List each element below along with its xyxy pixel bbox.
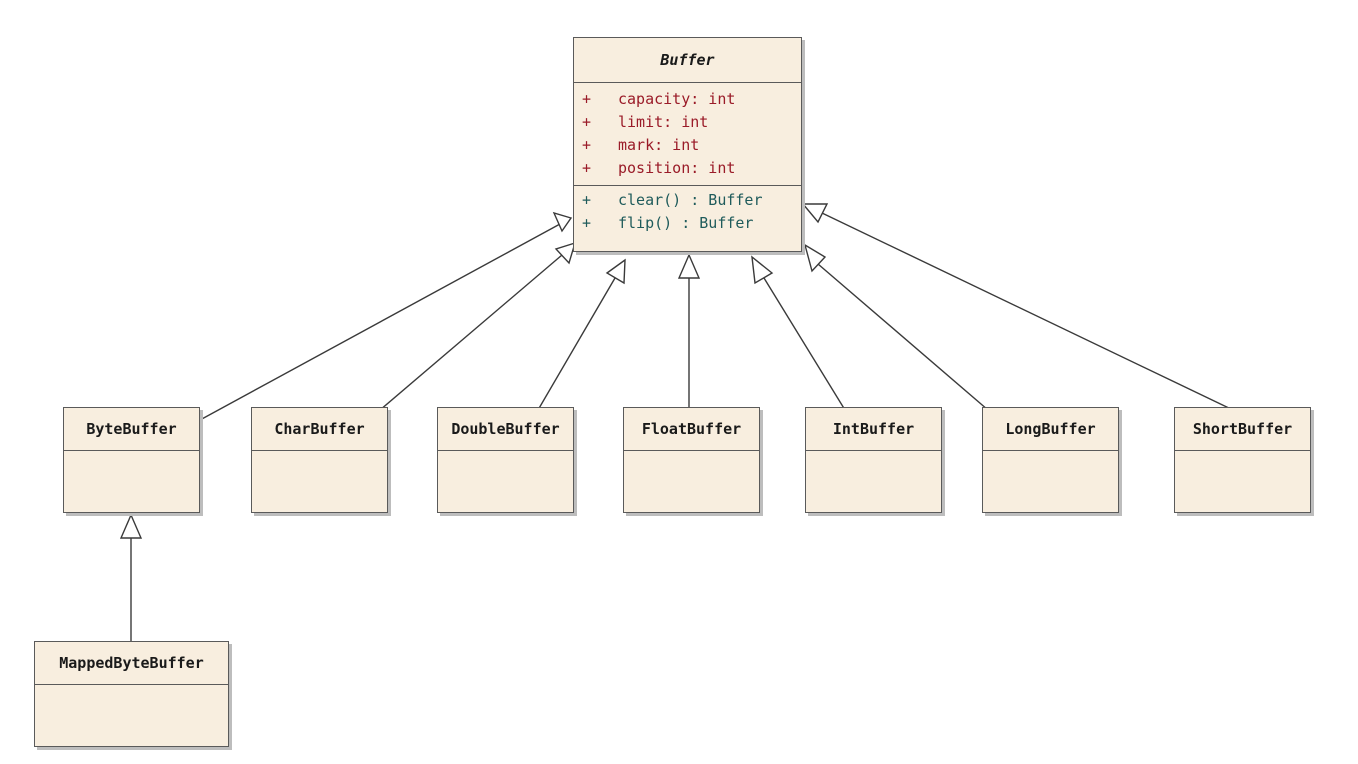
- generalization-arrowhead: [751, 255, 774, 285]
- visibility-marker: +: [582, 113, 592, 131]
- class-doublebuffer[interactable]: DoubleBuffer: [437, 407, 574, 513]
- attribute-text: limit: int: [618, 113, 709, 131]
- class-buffer-name: Buffer: [574, 38, 801, 83]
- attribute-text: mark: int: [618, 136, 700, 154]
- class-buffer-operations: + clear() : Buffer + flip() : Buffer: [574, 186, 801, 239]
- visibility-marker: +: [582, 136, 592, 154]
- class-charbuffer-body: [252, 451, 387, 511]
- visibility-marker: +: [582, 214, 592, 232]
- edge-shortbuffer-buffer: [821, 212, 1234, 411]
- generalization-arrowhead: [552, 211, 573, 233]
- visibility-marker: +: [582, 90, 592, 108]
- operation-row: + clear() : Buffer: [582, 189, 793, 212]
- class-longbuffer-name: LongBuffer: [983, 408, 1118, 451]
- generalization-arrowhead: [677, 253, 701, 279]
- visibility-marker: +: [582, 191, 592, 209]
- class-doublebuffer-body: [438, 451, 573, 511]
- class-buffer-attributes: + capacity: int + limit: int + mark: int + p…: [574, 83, 801, 186]
- operation-row: + flip() : Buffer: [582, 212, 793, 235]
- attribute-row: + limit: int: [582, 111, 793, 134]
- generalization-arrowhead: [554, 241, 577, 265]
- visibility-marker: +: [582, 159, 592, 177]
- class-shortbuffer[interactable]: ShortBuffer: [1174, 407, 1311, 513]
- class-mappedbytebuffer[interactable]: MappedByteBuffer: [34, 641, 229, 747]
- generalization-arrowhead: [801, 203, 829, 224]
- class-longbuffer[interactable]: LongBuffer: [982, 407, 1119, 513]
- class-doublebuffer-name: DoubleBuffer: [438, 408, 573, 451]
- attribute-row: + mark: int: [582, 134, 793, 157]
- class-buffer[interactable]: Buffer + capacity: int + limit: int + mark:…: [573, 37, 802, 252]
- class-intbuffer-name: IntBuffer: [806, 408, 941, 451]
- operation-text: flip() : Buffer: [618, 214, 754, 232]
- edge-longbuffer-buffer: [817, 263, 989, 411]
- attribute-row: + position: int: [582, 157, 793, 180]
- class-floatbuffer[interactable]: FloatBuffer: [623, 407, 760, 513]
- class-floatbuffer-body: [624, 451, 759, 511]
- class-charbuffer[interactable]: CharBuffer: [251, 407, 388, 513]
- edge-intbuffer-buffer: [763, 277, 846, 411]
- generalization-arrowhead: [119, 513, 143, 539]
- class-shortbuffer-name: ShortBuffer: [1175, 408, 1310, 451]
- class-bytebuffer-body: [64, 451, 199, 511]
- attribute-row: + capacity: int: [582, 88, 793, 111]
- class-mappedbytebuffer-name: MappedByteBuffer: [35, 642, 228, 685]
- attribute-text: capacity: int: [618, 90, 736, 108]
- class-mappedbytebuffer-body: [35, 685, 228, 745]
- edge-bytebuffer-buffer: [199, 223, 561, 421]
- class-charbuffer-name: CharBuffer: [252, 408, 387, 451]
- class-intbuffer-body: [806, 451, 941, 511]
- class-bytebuffer-name: ByteBuffer: [64, 408, 199, 451]
- generalization-arrowhead: [605, 258, 626, 285]
- generalization-arrowhead: [803, 243, 827, 273]
- class-longbuffer-body: [983, 451, 1118, 511]
- class-floatbuffer-name: FloatBuffer: [624, 408, 759, 451]
- operation-text: clear() : Buffer: [618, 191, 763, 209]
- attribute-text: position: int: [618, 159, 736, 177]
- class-bytebuffer[interactable]: ByteBuffer: [63, 407, 200, 513]
- class-shortbuffer-body: [1175, 451, 1310, 511]
- edge-doublebuffer-buffer: [537, 277, 616, 411]
- edge-charbuffer-buffer: [379, 254, 563, 411]
- class-intbuffer[interactable]: IntBuffer: [805, 407, 942, 513]
